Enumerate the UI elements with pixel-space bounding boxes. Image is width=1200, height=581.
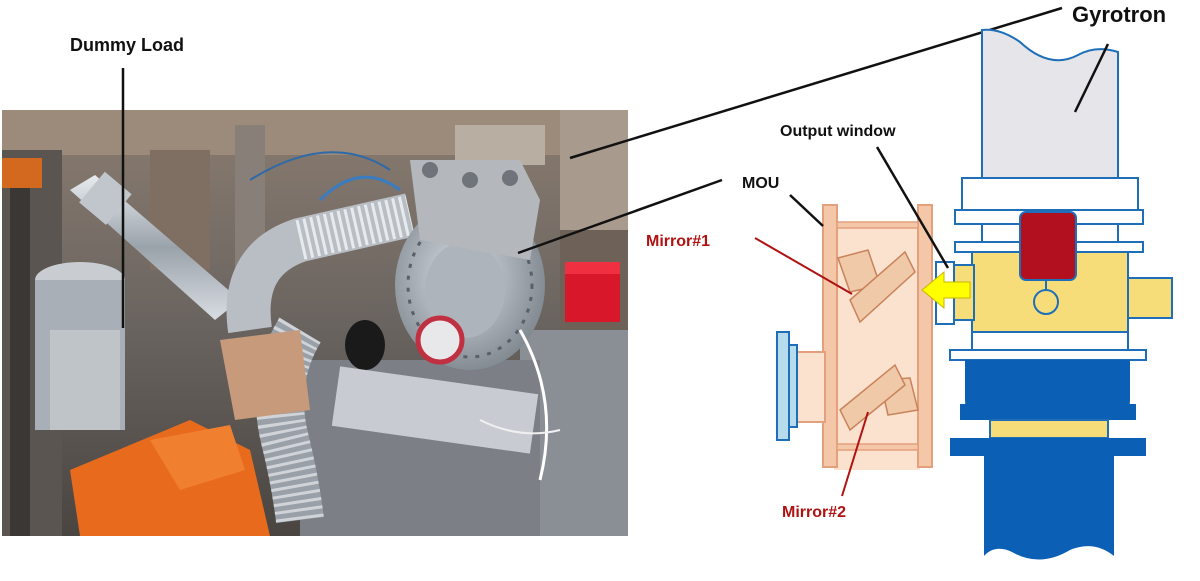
output-window-pointer [875, 146, 950, 269]
mirror1-pointer [754, 237, 853, 295]
mirror2-label: Mirror#2 [782, 504, 846, 521]
mirror-1 [849, 250, 916, 324]
mou-label: MOU [742, 175, 779, 192]
mirror1-label: Mirror#1 [646, 233, 710, 250]
mou-wall-left [822, 204, 838, 468]
gyrotron-leader-line-2 [517, 178, 723, 255]
mou-schematic [776, 204, 971, 470]
output-window-label: Output window [780, 123, 896, 140]
mou-outlet-flange [776, 331, 790, 441]
gyrotron-schematic [935, 28, 1173, 560]
gyrotron-leader-line-1 [569, 6, 1063, 160]
gyrotron-red-element [1019, 211, 1077, 281]
mirror-2 [839, 363, 906, 432]
beam-arrow [921, 270, 971, 310]
experimental-setup-photo [2, 110, 628, 536]
dummy-load-label: Dummy Load [70, 35, 184, 55]
mou-wall-right [917, 204, 933, 468]
gyrotron-label-pointer [1073, 43, 1110, 113]
mirror2-pointer [841, 411, 869, 497]
gyrotron-label: Gyrotron [1072, 2, 1166, 27]
mou-pointer [789, 194, 824, 227]
gyrotron-flange-top [961, 177, 1139, 211]
gyrotron-collector [984, 456, 1114, 560]
mou-outlet [794, 351, 826, 423]
gyrotron-body [981, 28, 1119, 179]
